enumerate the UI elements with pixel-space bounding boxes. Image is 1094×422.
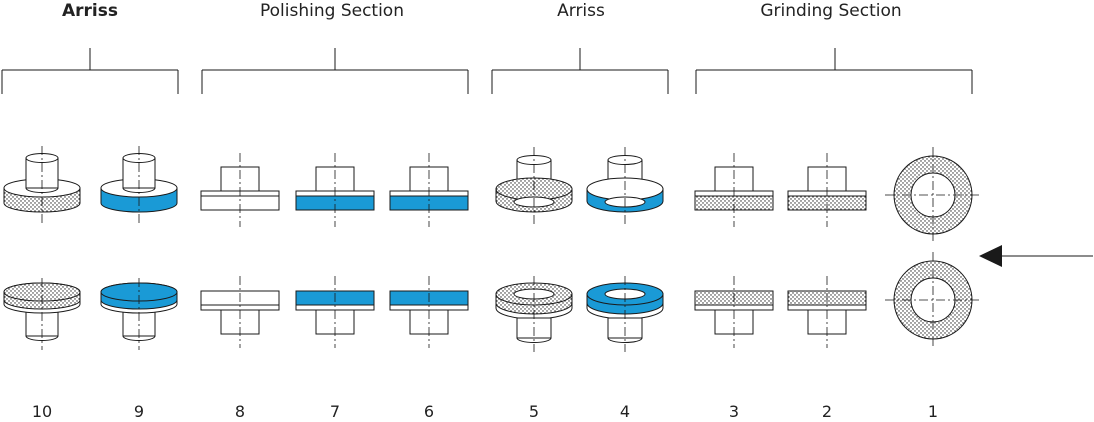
- stations: [3, 146, 981, 352]
- station-7-top-flat: [295, 153, 375, 227]
- station-number: 9: [134, 402, 144, 421]
- section-bracket: [1, 48, 179, 94]
- station-8-top-flat: [200, 153, 280, 227]
- station-number: 5: [529, 402, 539, 421]
- station-number: 4: [620, 402, 630, 421]
- station-4-top-ring: [586, 147, 664, 225]
- station-5-bottom-ring: [495, 276, 573, 352]
- station-1-bottom-annulus: [885, 252, 981, 348]
- section-bracket: [695, 48, 973, 94]
- station-9-top-wheel: [100, 146, 178, 223]
- station-6-bottom-flat: [389, 276, 469, 348]
- section-label: Polishing Section: [260, 1, 404, 21]
- flow-arrow-icon: [979, 245, 1093, 267]
- station-number: 2: [822, 402, 832, 421]
- station-9-bottom-wheel: [100, 278, 178, 350]
- section-arriss-left: Arriss: [1, 1, 179, 94]
- station-1-top-annulus: [885, 147, 981, 243]
- station-number: 7: [330, 402, 340, 421]
- section-label: Arriss: [62, 1, 118, 21]
- station-number: 8: [235, 402, 245, 421]
- station-number: 3: [729, 402, 739, 421]
- station-2-top-flat: [787, 153, 867, 227]
- station-10-bottom-wheel: [3, 278, 81, 350]
- section-label: Grinding Section: [760, 1, 901, 21]
- station-number: 1: [928, 402, 938, 421]
- station-8-bottom-flat: [200, 276, 280, 348]
- station-number: 10: [32, 402, 52, 421]
- station-6-top-flat: [389, 153, 469, 227]
- station-4-bottom-ring: [586, 276, 664, 352]
- section-grinding: Grinding Section: [695, 1, 973, 94]
- section-bracket: [201, 48, 469, 94]
- station-3-bottom-flat: [694, 276, 774, 348]
- station-10-top-wheel: [3, 146, 81, 223]
- station-3-top-flat: [694, 153, 774, 227]
- section-bracket: [491, 48, 669, 94]
- station-5-top-ring: [495, 147, 573, 225]
- station-7-bottom-flat: [295, 276, 375, 348]
- station-numbers: 10 9 8 7 6 5 4 3 2 1: [32, 402, 938, 421]
- station-number: 6: [424, 402, 434, 421]
- section-label: Arriss: [557, 1, 605, 21]
- station-2-bottom-flat: [787, 276, 867, 348]
- section-arriss-right: Arriss: [491, 1, 669, 94]
- section-polishing: Polishing Section: [201, 1, 469, 94]
